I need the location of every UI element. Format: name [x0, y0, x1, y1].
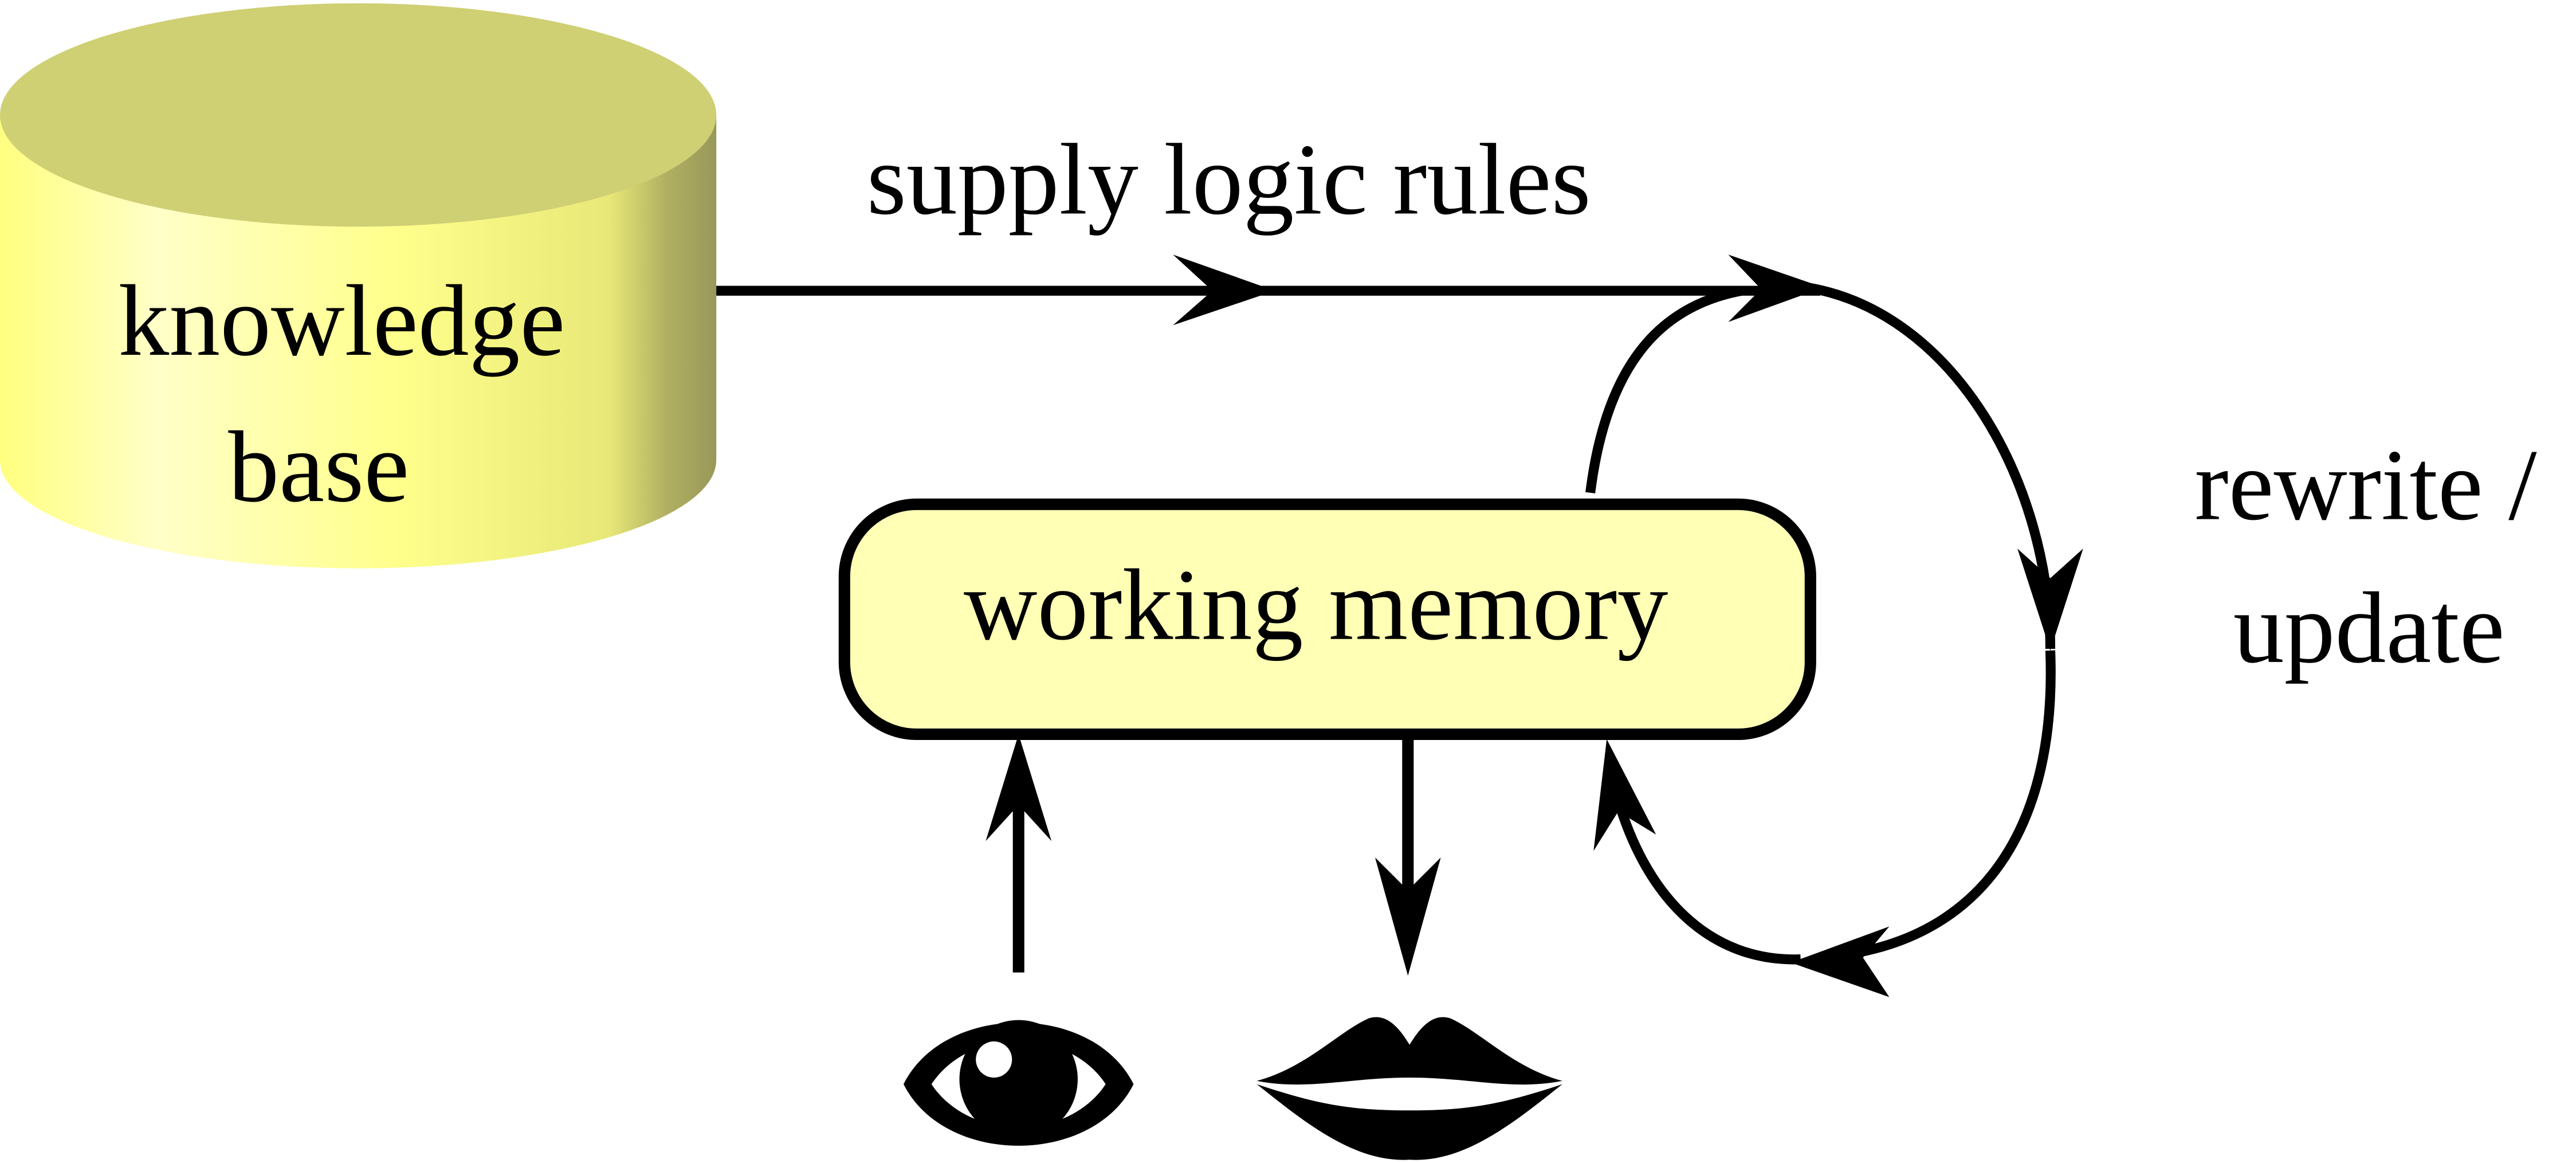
supply-logic-rules-edge: supply logic rules — [716, 124, 1824, 326]
mouth-icon — [1256, 1017, 1562, 1160]
loop-arc-return — [1610, 787, 1801, 965]
output-arrow — [1375, 735, 1441, 976]
mouth-lower-lip — [1256, 1084, 1562, 1160]
mouth-upper-lip — [1256, 1017, 1562, 1085]
loop-arc-start — [1585, 285, 1742, 494]
eye-icon — [904, 1020, 1134, 1146]
rewrite-update-loop: rewrite / update — [1585, 283, 2537, 997]
loop-arc-right — [1806, 283, 2056, 649]
eye-iris — [959, 1020, 1078, 1139]
supply-arrowhead-end — [1728, 254, 1824, 322]
working-memory-box: working memory — [838, 498, 1816, 741]
supply-arrowhead-middle — [1173, 254, 1275, 326]
working-memory-rect — [838, 498, 1816, 741]
cylinder-side — [0, 115, 717, 569]
rewrite-update-label-line2: update — [2233, 572, 2505, 684]
working-memory-label: working memory — [964, 549, 1668, 661]
loop-arrowhead-up — [1593, 739, 1656, 851]
knowledge-base-cylinder: knowledge base — [0, 3, 717, 569]
input-arrowhead — [985, 734, 1052, 841]
knowledge-base-label-line1: knowledge — [118, 265, 565, 377]
loop-arrowhead-left — [1790, 926, 1890, 997]
loop-arc-lower — [1855, 650, 2056, 958]
cylinder-top — [0, 3, 717, 227]
supply-logic-rules-label: supply logic rules — [867, 124, 1591, 236]
knowledge-base-label-line2: base — [228, 411, 409, 523]
eye-outline — [904, 1022, 1134, 1146]
output-arrowhead — [1375, 857, 1441, 976]
rewrite-update-label-line1: rewrite / — [2194, 429, 2537, 542]
loop-arrowhead-down — [2017, 549, 2083, 651]
eye-highlight — [976, 1041, 1012, 1078]
input-arrow — [985, 734, 1052, 973]
